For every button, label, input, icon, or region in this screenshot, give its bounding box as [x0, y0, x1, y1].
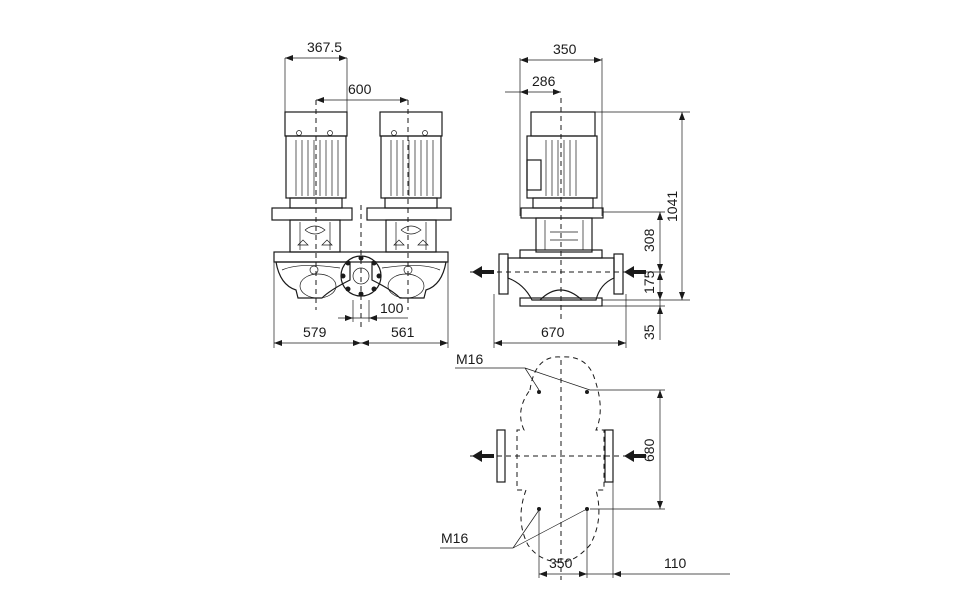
dim-561-label: 561 [391, 324, 415, 340]
dim-110-label: 110 [664, 555, 687, 571]
right-motor [366, 111, 452, 253]
plan-inlet-arrow-icon [624, 450, 646, 462]
bolt-top-label: M16 [456, 351, 483, 367]
plan-outlet-arrow-icon [472, 450, 494, 462]
side-motor [520, 111, 604, 253]
dim-670-label: 670 [541, 324, 565, 340]
bolt-hole-icon [537, 390, 541, 394]
bolt-bottom-label: M16 [441, 530, 468, 546]
dim-286-label: 286 [532, 73, 556, 89]
dim-35-label: 35 [641, 324, 657, 340]
dim-680: 680 [590, 389, 665, 510]
dim-308-label: 308 [641, 228, 657, 252]
dim-579-label: 579 [303, 324, 327, 340]
dim-350-110: 350 110 [538, 482, 730, 578]
dim-579-561: 579 561 [273, 262, 449, 348]
dim-100: 100 [338, 300, 408, 322]
front-view: 367.5 600 100 579 561 [271, 39, 452, 348]
dim-600-label: 600 [348, 81, 372, 97]
bolt-hole-icon [585, 390, 589, 394]
outlet-arrow-icon [472, 266, 494, 278]
dim-175-label: 175 [641, 270, 657, 294]
dim-1041-label: 1041 [664, 191, 680, 222]
bolt-label-bottom: M16 [440, 509, 586, 549]
dim-680-label: 680 [641, 438, 657, 462]
dim-350-side: 350 [519, 41, 603, 216]
dim-367-5: 367.5 [284, 39, 348, 112]
bolt-label-top: M16 [455, 351, 591, 391]
plan-view: M16 M16 680 350 110 [440, 351, 730, 580]
side-view: 350 286 1041 308 175 [470, 41, 690, 348]
dim-100-label: 100 [380, 300, 404, 316]
dim-600: 600 [316, 81, 408, 103]
dim-vertical-side: 1041 308 175 35 [595, 111, 690, 340]
dim-670: 670 [493, 294, 627, 348]
dim-367-5-label: 367.5 [307, 39, 342, 55]
dim-286: 286 [505, 73, 561, 95]
left-motor [271, 111, 353, 253]
dim-350-plan-label: 350 [549, 555, 573, 571]
dim-350-side-label: 350 [553, 41, 577, 57]
